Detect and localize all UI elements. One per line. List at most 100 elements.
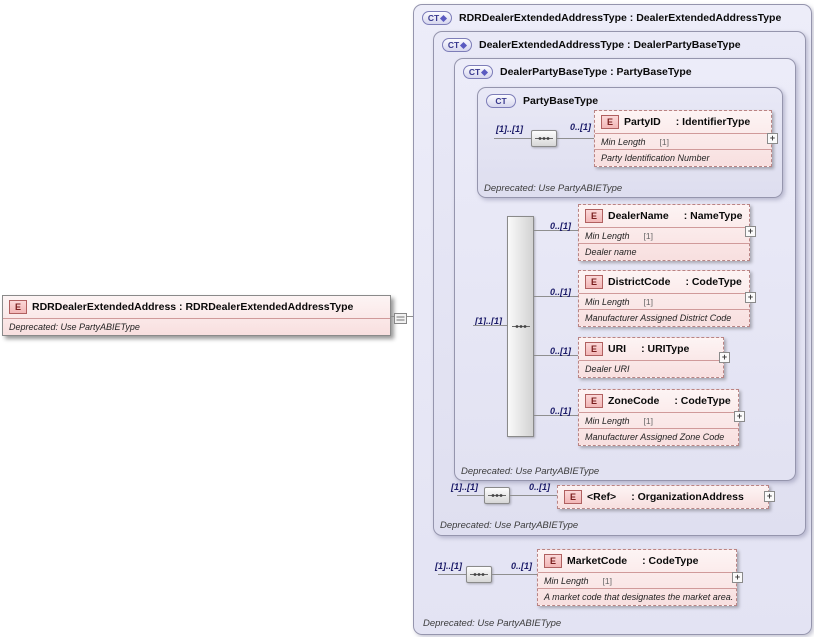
- container-dealerpartybasetype: CT DealerPartyBaseType : PartyBaseType C…: [454, 58, 796, 481]
- element-name: MarketCode: [567, 555, 628, 567]
- element-name: <Ref>: [587, 491, 617, 503]
- expand-districtcode-button[interactable]: +: [745, 292, 756, 303]
- connector-line: [473, 325, 507, 326]
- sequence-compositor-bar[interactable]: [507, 216, 534, 437]
- complex-type-icon: CT: [442, 38, 472, 52]
- facet-value: [1]: [643, 297, 653, 307]
- container-partybasetype: CT PartyBaseType [1]..[1] 0..[1]: [477, 87, 783, 198]
- container-rdrdealerextendedaddresstype: CT RDRDealerExtendedAddressType : Dealer…: [413, 4, 812, 635]
- container-level1-title: RDRDealerExtendedAddressType : DealerExt…: [459, 12, 782, 24]
- complex-type-icon: CT: [422, 11, 452, 25]
- element-header: E URI : URIType: [579, 338, 723, 360]
- element-icon: E: [585, 275, 603, 289]
- element-type: : CodeType: [642, 555, 699, 567]
- cardinality-label: 0..[1]: [550, 287, 572, 297]
- dealername-element-box[interactable]: E DealerName : NameType Min Length [1] D…: [578, 204, 750, 261]
- facet-row: Min Length [1]: [538, 572, 736, 588]
- cardinality-label: 0..[1]: [550, 346, 572, 356]
- sequence-compositor-icon[interactable]: [484, 487, 510, 504]
- connector-line: [557, 138, 594, 139]
- element-name: ZoneCode: [608, 395, 660, 407]
- root-element-title: RDRDealerExtendedAddress : RDRDealerExte…: [32, 301, 354, 313]
- container-level3-header: CT DealerPartyBaseType : PartyBaseType: [455, 59, 795, 83]
- element-icon: E: [544, 554, 562, 568]
- element-name: DistrictCode: [608, 276, 671, 288]
- ref-organizationaddress-element-box[interactable]: E <Ref> : OrganizationAddress: [557, 485, 769, 509]
- deprecated-note: Deprecated: Use PartyABIEType: [484, 183, 623, 194]
- expand-marketcode-button[interactable]: +: [732, 572, 743, 583]
- facet-row: Min Length [1]: [579, 227, 749, 243]
- partyid-element-box[interactable]: E PartyID : IdentifierType Min Length [1…: [594, 110, 772, 167]
- facet-value: [1]: [659, 137, 669, 147]
- element-annotation: A market code that designates the market…: [538, 588, 736, 605]
- facet-label: Min Length: [585, 231, 630, 241]
- zonecode-element-box[interactable]: E ZoneCode : CodeType Min Length [1] Man…: [578, 389, 739, 446]
- element-icon: E: [585, 394, 603, 408]
- connector-line: [534, 230, 578, 231]
- cardinality-label: 0..[1]: [550, 406, 572, 416]
- cardinality-label: 0..[1]: [529, 482, 551, 492]
- element-annotation: Party Identification Number: [595, 149, 771, 166]
- element-icon: E: [585, 342, 603, 356]
- connector-line: [438, 574, 466, 575]
- container-level2-title: DealerExtendedAddressType : DealerPartyB…: [479, 39, 741, 51]
- element-type: : NameType: [683, 210, 743, 222]
- expand-partyid-button[interactable]: +: [767, 133, 778, 144]
- element-type: : URIType: [641, 343, 690, 355]
- container-level3-title: DealerPartyBaseType : PartyBaseType: [500, 66, 692, 78]
- expand-dealername-button[interactable]: +: [745, 226, 756, 237]
- derivation-diamond-icon: [460, 41, 468, 49]
- uri-element-box[interactable]: E URI : URIType Dealer URI: [578, 337, 724, 378]
- expand-uri-button[interactable]: +: [719, 352, 730, 363]
- connector-line: [534, 296, 578, 297]
- facet-label: Min Length: [601, 137, 646, 147]
- deprecated-note: Deprecated: Use PartyABIEType: [440, 520, 579, 531]
- complex-type-icon: CT: [486, 94, 516, 108]
- connector-line: [457, 495, 484, 496]
- derivation-diamond-icon: [440, 14, 448, 22]
- container-level4-title: PartyBaseType: [523, 95, 599, 107]
- element-header: E ZoneCode : CodeType: [579, 390, 738, 412]
- element-annotation: Dealer name: [579, 243, 749, 260]
- element-icon: E: [601, 115, 619, 129]
- connector-line: [492, 574, 537, 575]
- type-reference-connector-icon: [394, 311, 407, 329]
- cardinality-label: 0..[1]: [511, 561, 533, 571]
- facet-row: Min Length [1]: [579, 293, 749, 309]
- cardinality-label: [1]..[1]: [435, 561, 462, 571]
- element-name: URI: [608, 343, 627, 355]
- element-name: PartyID: [624, 116, 661, 128]
- element-icon: E: [585, 209, 603, 223]
- container-dealerextendedaddresstype: CT DealerExtendedAddressType : DealerPar…: [433, 31, 806, 536]
- element-header: E <Ref> : OrganizationAddress: [558, 486, 768, 508]
- districtcode-element-box[interactable]: E DistrictCode : CodeType Min Length [1]…: [578, 270, 750, 327]
- container-level4-header: CT PartyBaseType: [478, 88, 782, 112]
- element-icon: E: [9, 300, 27, 314]
- deprecated-note: Deprecated: Use PartyABIEType: [423, 618, 562, 629]
- cardinality-label: [1]..[1]: [451, 482, 478, 492]
- expand-zonecode-button[interactable]: +: [734, 411, 745, 422]
- element-type: : CodeType: [685, 276, 742, 288]
- sequence-compositor-icon[interactable]: [466, 566, 492, 583]
- complex-type-icon: CT: [463, 65, 493, 79]
- root-element-box[interactable]: E RDRDealerExtendedAddress : RDRDealerEx…: [2, 295, 391, 336]
- connector-line: [510, 495, 557, 496]
- element-header: E DealerName : NameType: [579, 205, 749, 227]
- facet-label: Min Length: [544, 576, 589, 586]
- root-element-header: E RDRDealerExtendedAddress : RDRDealerEx…: [3, 296, 390, 318]
- element-header: E PartyID : IdentifierType: [595, 111, 771, 133]
- deprecated-note: Deprecated: Use PartyABIEType: [461, 466, 600, 477]
- marketcode-element-box[interactable]: E MarketCode : CodeType Min Length [1] A…: [537, 549, 737, 606]
- element-annotation: Dealer URI: [579, 360, 723, 377]
- element-icon: E: [564, 490, 582, 504]
- facet-row: Min Length [1]: [595, 133, 771, 149]
- sequence-compositor-icon[interactable]: [531, 130, 557, 147]
- derivation-diamond-icon: [481, 68, 489, 76]
- facet-row: Min Length [1]: [579, 412, 738, 428]
- facet-label: Min Length: [585, 416, 630, 426]
- cardinality-label: [1]..[1]: [496, 124, 523, 134]
- root-element-deprecated: Deprecated: Use PartyABIEType: [3, 318, 390, 335]
- expand-ref-button[interactable]: +: [764, 491, 775, 502]
- facet-value: [1]: [602, 576, 612, 586]
